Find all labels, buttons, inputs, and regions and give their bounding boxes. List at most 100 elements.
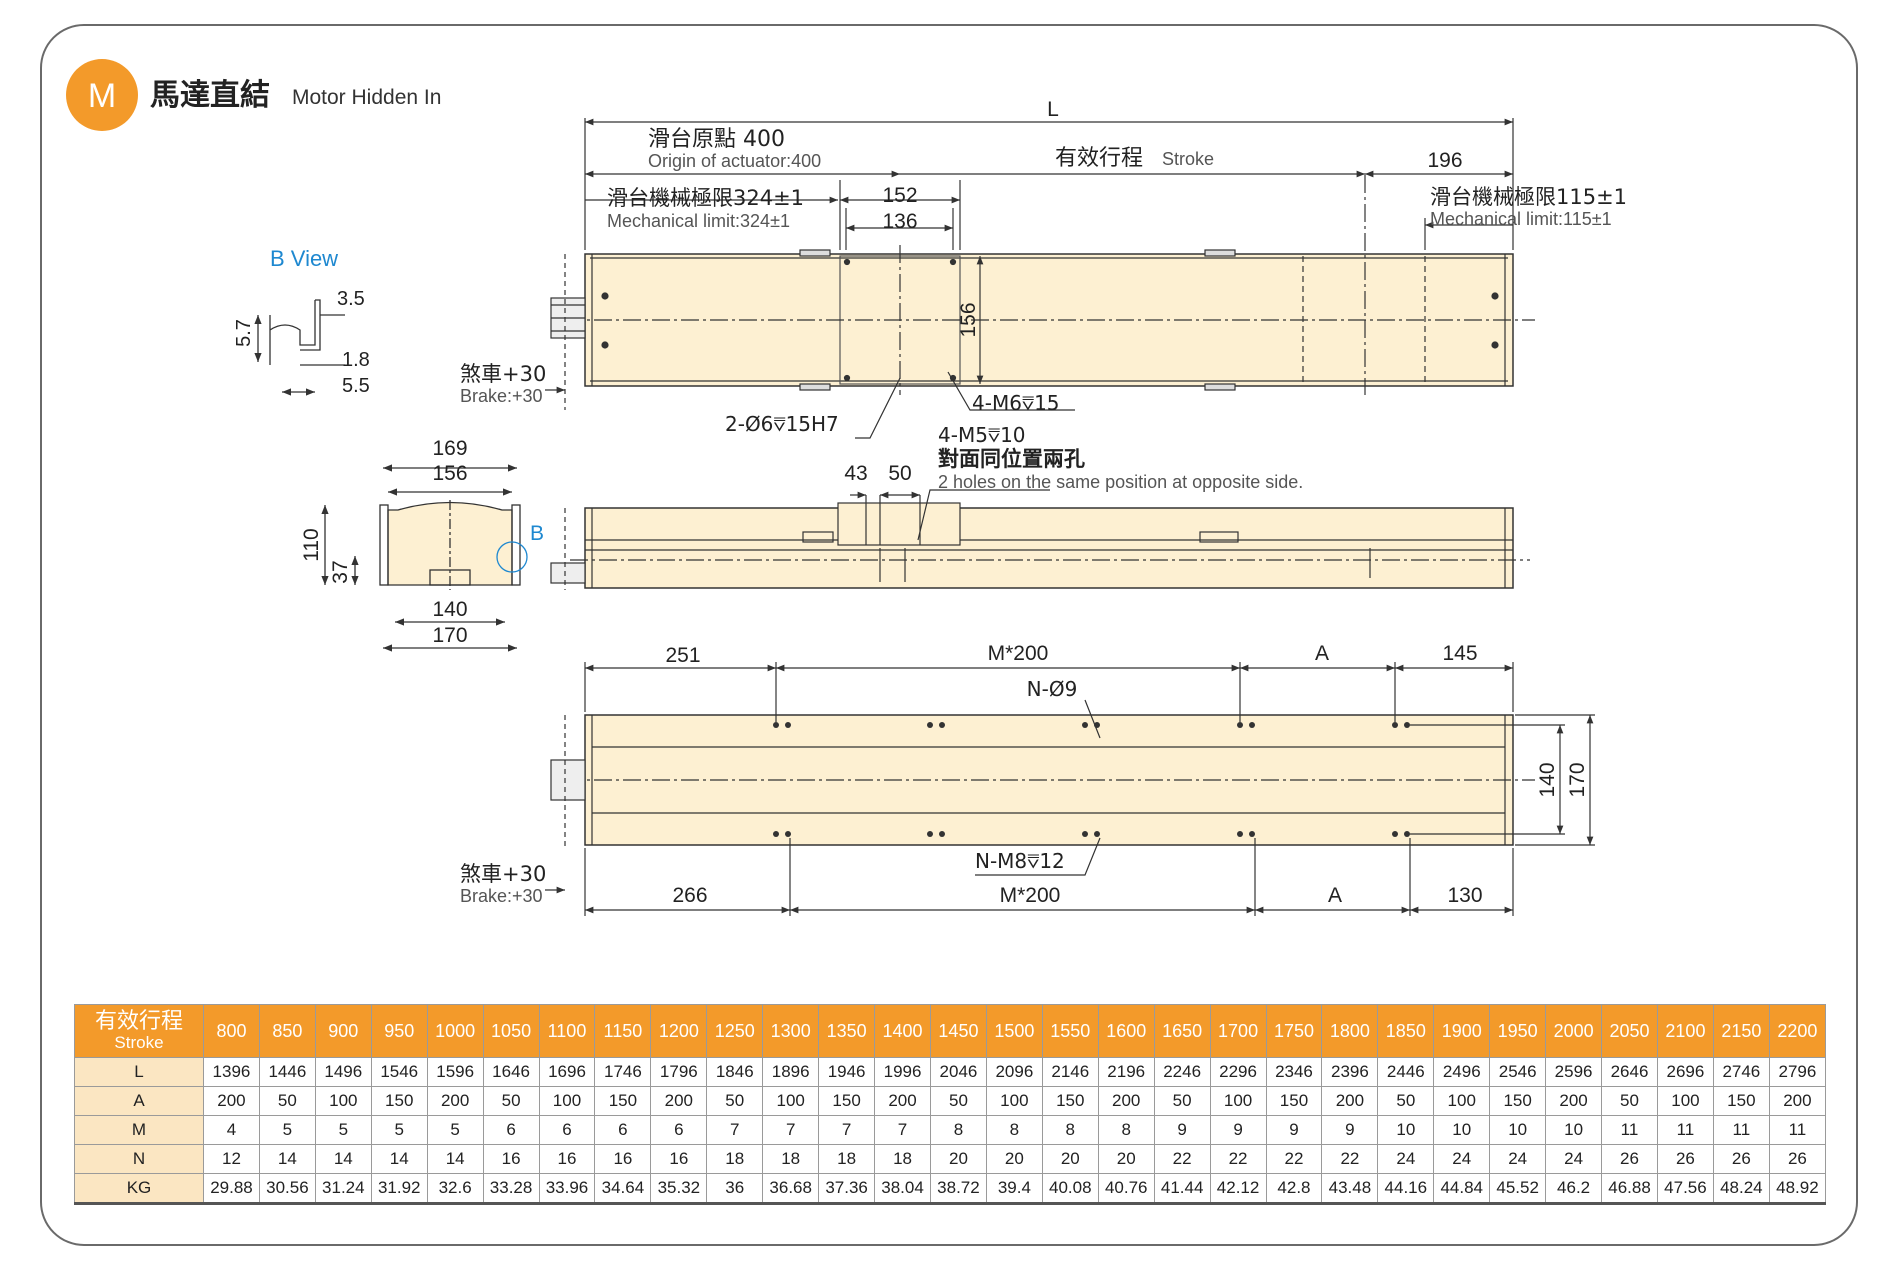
row-label: L [74,1057,204,1087]
stroke-col-header: 1800 [1321,1004,1379,1058]
table-cell: 50 [1153,1086,1211,1116]
table-cell: 22 [1265,1144,1323,1174]
table-cell: 46.2 [1545,1173,1603,1205]
table-cell: 1846 [706,1057,764,1087]
table-cell: 18 [762,1144,820,1174]
title-zh: 馬達直結 [150,78,270,113]
table-cell: 22 [1209,1144,1267,1174]
table-cell: 18 [706,1144,764,1174]
table-cell: 6 [594,1115,652,1145]
b-d18: 1.8 [342,349,370,371]
table-cell: 9 [1265,1115,1323,1145]
table-cell: 24 [1377,1144,1435,1174]
table-cell: 50 [1601,1086,1658,1116]
mech-left-zh: 滑台機械極限324±1 [607,186,804,210]
table-cell: 10 [1377,1115,1435,1145]
stroke-col-header: 1650 [1153,1004,1211,1058]
table-cell: 150 [1489,1086,1547,1116]
table-cell: 2196 [1097,1057,1155,1087]
table-cell: 34.64 [594,1173,652,1205]
row-label: N [74,1144,204,1174]
table-cell: 1696 [538,1057,596,1087]
stroke-col-header: 1200 [650,1004,708,1058]
table-cell: 33.96 [538,1173,596,1205]
stroke-col-header: 2050 [1601,1004,1658,1058]
bot-m200-bot: M*200 [1000,884,1061,907]
table-cell: 200 [874,1086,931,1116]
table-cell: 8 [1041,1115,1099,1145]
stroke-header-en: Stroke [114,1033,164,1052]
table-cell: 16 [482,1144,540,1174]
table-cell: 6 [538,1115,596,1145]
table-cell: 26 [1656,1144,1714,1174]
stroke-col-header: 1100 [538,1004,596,1058]
table-cell: 9 [1153,1115,1211,1145]
dim-136: 136 [882,210,917,233]
stroke-col-header: 1600 [1097,1004,1155,1058]
table-cell: 1596 [426,1057,484,1087]
table-cell: 40.08 [1041,1173,1099,1205]
stroke-col-header: 2000 [1545,1004,1603,1058]
bot-d266: 266 [672,884,707,907]
table-cell: 2046 [929,1057,987,1087]
stroke-col-header: 1500 [985,1004,1043,1058]
table-cell: 24 [1545,1144,1603,1174]
table-cell: 2146 [1041,1057,1099,1087]
table-cell: 2596 [1545,1057,1603,1087]
table-cell: 50 [929,1086,987,1116]
stroke-col-header: 1400 [874,1004,931,1058]
table-cell: 5 [370,1115,428,1145]
table-cell: 18 [818,1144,876,1174]
stroke-col-header: 1550 [1041,1004,1099,1058]
stroke-col-header: 1000 [426,1004,484,1058]
stroke-col-header: 1950 [1489,1004,1547,1058]
table-cell: 10 [1489,1115,1547,1145]
table-cell: 50 [706,1086,764,1116]
mech-right-en: Mechanical limit:115±1 [1430,209,1612,229]
bot-d170: 170 [1566,762,1589,797]
table-cell: 100 [314,1086,372,1116]
b-view-title: B View [270,246,338,271]
table-cell: 150 [1712,1086,1770,1116]
table-cell: 2446 [1377,1057,1435,1087]
table-cell: 46.88 [1601,1173,1658,1205]
table-cell: 100 [985,1086,1043,1116]
title-en: Motor Hidden In [292,86,441,109]
table-cell: 36.68 [762,1173,820,1205]
brake-en-bot: Brake:+30 [460,886,543,906]
stroke-header-cell: 有效行程 Stroke [74,1004,204,1058]
table-cell: 6 [650,1115,708,1145]
table-cell: 20 [985,1144,1043,1174]
mech-left-en: Mechanical limit:324±1 [607,211,790,231]
table-cell: 43.48 [1321,1173,1379,1205]
dim-196: 196 [1427,149,1462,172]
table-cell: 200 [1768,1086,1827,1116]
page-frame [40,24,1858,1246]
table-cell: 1546 [370,1057,428,1087]
table-cell: 200 [203,1086,260,1116]
row-label: KG [74,1173,204,1205]
end-d140: 140 [432,598,467,621]
table-cell: 38.04 [874,1173,931,1205]
stroke-col-header: 1350 [818,1004,876,1058]
table-cell: 10 [1433,1115,1491,1145]
table-cell: 1796 [650,1057,708,1087]
row-label: M [74,1115,204,1145]
table-cell: 7 [874,1115,931,1145]
end-view-drawing [321,464,528,652]
table-cell: 20 [1041,1144,1099,1174]
table-cell: 8 [929,1115,987,1145]
stroke-col-header: 1050 [482,1004,540,1058]
table-cell: 2746 [1712,1057,1770,1087]
table-cell: 1746 [594,1057,652,1087]
stroke-col-header: 1150 [594,1004,652,1058]
table-cell: 50 [258,1086,316,1116]
stroke-col-header: 2150 [1712,1004,1770,1058]
table-cell: 38.72 [929,1173,987,1205]
table-cell: 16 [650,1144,708,1174]
table-cell: 14 [314,1144,372,1174]
header: M 馬達直結 Motor Hidden In [66,59,441,131]
